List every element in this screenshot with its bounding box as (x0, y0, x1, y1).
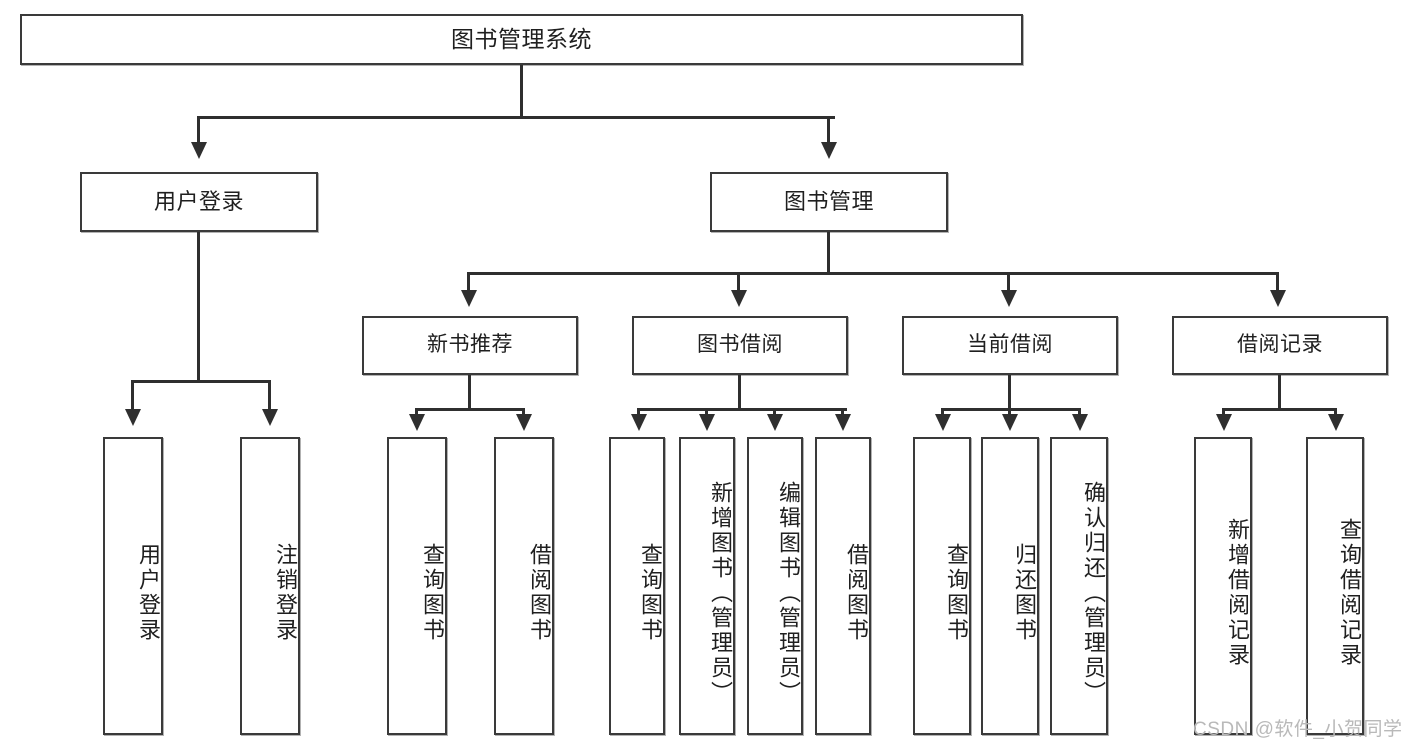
connector-book-borrow-drop-3 (773, 408, 776, 416)
arrow-to-leaf-user-login (125, 409, 141, 426)
csdn-watermark: CSDN @软件_小贺同学 (1193, 719, 1403, 740)
leaf-user-login[interactable]: 用户登录 (103, 437, 163, 735)
arrow-to-leaf-borrow-book-b (835, 414, 851, 431)
connector-root-bus (197, 116, 835, 119)
node-book-management[interactable]: 图书管理 (710, 172, 948, 232)
node-label: 图书借阅 (697, 333, 783, 357)
node-label: 用户登录 (153, 189, 244, 215)
arrow-to-leaf-query-book-a (409, 414, 425, 431)
node-label: 新增图书（管理员） (708, 480, 733, 706)
arrow-to-leaf-add-book (699, 414, 715, 431)
connector-root-drop-1 (197, 116, 200, 144)
node-label: 借阅图书 (527, 543, 552, 643)
arrow-to-leaf-borrow-book-a (516, 414, 532, 431)
connector-lvl3-drop-3 (1007, 272, 1010, 292)
leaf-query-borrow-record[interactable]: 查询借阅记录 (1306, 437, 1364, 735)
connector-borrow-record-drop-2 (1334, 408, 1337, 416)
arrow-to-book-management (821, 142, 837, 159)
leaf-confirm-return-admin[interactable]: 确认归还（管理员） (1050, 437, 1108, 735)
connector-current-borrow-drop-3 (1078, 408, 1081, 416)
connector-user-login-drop-2 (268, 380, 271, 411)
leaf-add-book-admin[interactable]: 新增图书（管理员） (679, 437, 735, 735)
node-label: 新书推荐 (427, 333, 513, 357)
arrow-to-user-login (191, 142, 207, 159)
connector-current-borrow-drop-1 (941, 408, 944, 416)
connector-new-book-bus (415, 408, 525, 411)
arrow-to-leaf-query-book-b (631, 414, 647, 431)
connector-current-borrow-bus (941, 408, 1081, 411)
node-label: 查询图书 (944, 543, 969, 643)
arrow-to-leaf-confirm-return (1072, 414, 1088, 431)
arrow-to-leaf-return-book (1002, 414, 1018, 431)
node-label: 归还图书 (1012, 543, 1037, 643)
node-book-borrow[interactable]: 图书借阅 (632, 316, 848, 375)
connector-lvl3-drop-1 (467, 272, 470, 292)
connector-borrow-record-stem (1278, 375, 1281, 410)
connector-new-book-stem (468, 375, 471, 410)
connector-book-borrow-drop-1 (637, 408, 640, 416)
connector-user-login-drop-1 (131, 380, 134, 411)
arrow-to-leaf-add-record (1216, 414, 1232, 431)
node-label: 借阅记录 (1237, 333, 1323, 357)
leaf-query-book-current[interactable]: 查询图书 (913, 437, 971, 735)
node-label: 确认归还（管理员） (1081, 480, 1106, 706)
connector-book-borrow-bus (637, 408, 847, 411)
leaf-borrow-book-recommend[interactable]: 借阅图书 (494, 437, 554, 735)
arrow-to-leaf-logout (262, 409, 278, 426)
leaf-edit-book-admin[interactable]: 编辑图书（管理员） (747, 437, 803, 735)
node-label: 注销登录 (273, 543, 298, 643)
node-new-book-recommend[interactable]: 新书推荐 (362, 316, 578, 375)
connector-borrow-record-drop-1 (1222, 408, 1225, 416)
node-current-borrow[interactable]: 当前借阅 (902, 316, 1118, 375)
connector-lvl3-drop-2 (737, 272, 740, 292)
connector-user-login-bus (131, 380, 268, 383)
node-user-login[interactable]: 用户登录 (80, 172, 318, 232)
arrow-to-book-borrow (731, 290, 747, 307)
arrow-to-borrow-record (1270, 290, 1286, 307)
node-label: 用户登录 (136, 543, 161, 643)
connector-root-stem (520, 65, 523, 118)
node-label: 新增借阅记录 (1225, 518, 1250, 668)
leaf-add-borrow-record[interactable]: 新增借阅记录 (1194, 437, 1252, 735)
connector-book-borrow-stem (738, 375, 741, 410)
leaf-borrow-book[interactable]: 借阅图书 (815, 437, 871, 735)
connector-user-login-stem (197, 232, 200, 382)
node-label: 借阅图书 (844, 543, 869, 643)
arrow-to-leaf-query-book-c (935, 414, 951, 431)
node-label: 查询借阅记录 (1337, 518, 1362, 668)
arrow-to-leaf-query-record (1328, 414, 1344, 431)
leaf-query-book-borrow[interactable]: 查询图书 (609, 437, 665, 735)
connector-new-book-drop-2 (522, 408, 525, 416)
connector-new-book-drop-1 (415, 408, 418, 416)
leaf-query-book-recommend[interactable]: 查询图书 (387, 437, 447, 735)
node-label: 图书管理系统 (451, 25, 592, 52)
node-label: 查询图书 (420, 543, 445, 643)
arrow-to-leaf-edit-book (767, 414, 783, 431)
leaf-return-book[interactable]: 归还图书 (981, 437, 1039, 735)
node-label: 查询图书 (638, 543, 663, 643)
connector-book-management-stem (827, 232, 830, 274)
node-label: 图书管理 (783, 189, 874, 215)
leaf-logout[interactable]: 注销登录 (240, 437, 300, 735)
node-label: 编辑图书（管理员） (776, 480, 801, 706)
node-label: 当前借阅 (967, 333, 1053, 357)
connector-current-borrow-stem (1008, 375, 1011, 410)
connector-borrow-record-bus (1222, 408, 1337, 411)
node-root-book-management-system[interactable]: 图书管理系统 (20, 14, 1023, 65)
arrow-to-new-book-recommend (461, 290, 477, 307)
connector-current-borrow-drop-2 (1008, 408, 1011, 416)
node-borrow-record[interactable]: 借阅记录 (1172, 316, 1388, 375)
connector-book-borrow-drop-4 (841, 408, 844, 416)
connector-book-management-bus (467, 272, 1278, 275)
connector-lvl3-drop-4 (1276, 272, 1279, 292)
connector-book-borrow-drop-2 (705, 408, 708, 416)
arrow-to-current-borrow (1001, 290, 1017, 307)
connector-root-drop-2 (827, 116, 830, 144)
